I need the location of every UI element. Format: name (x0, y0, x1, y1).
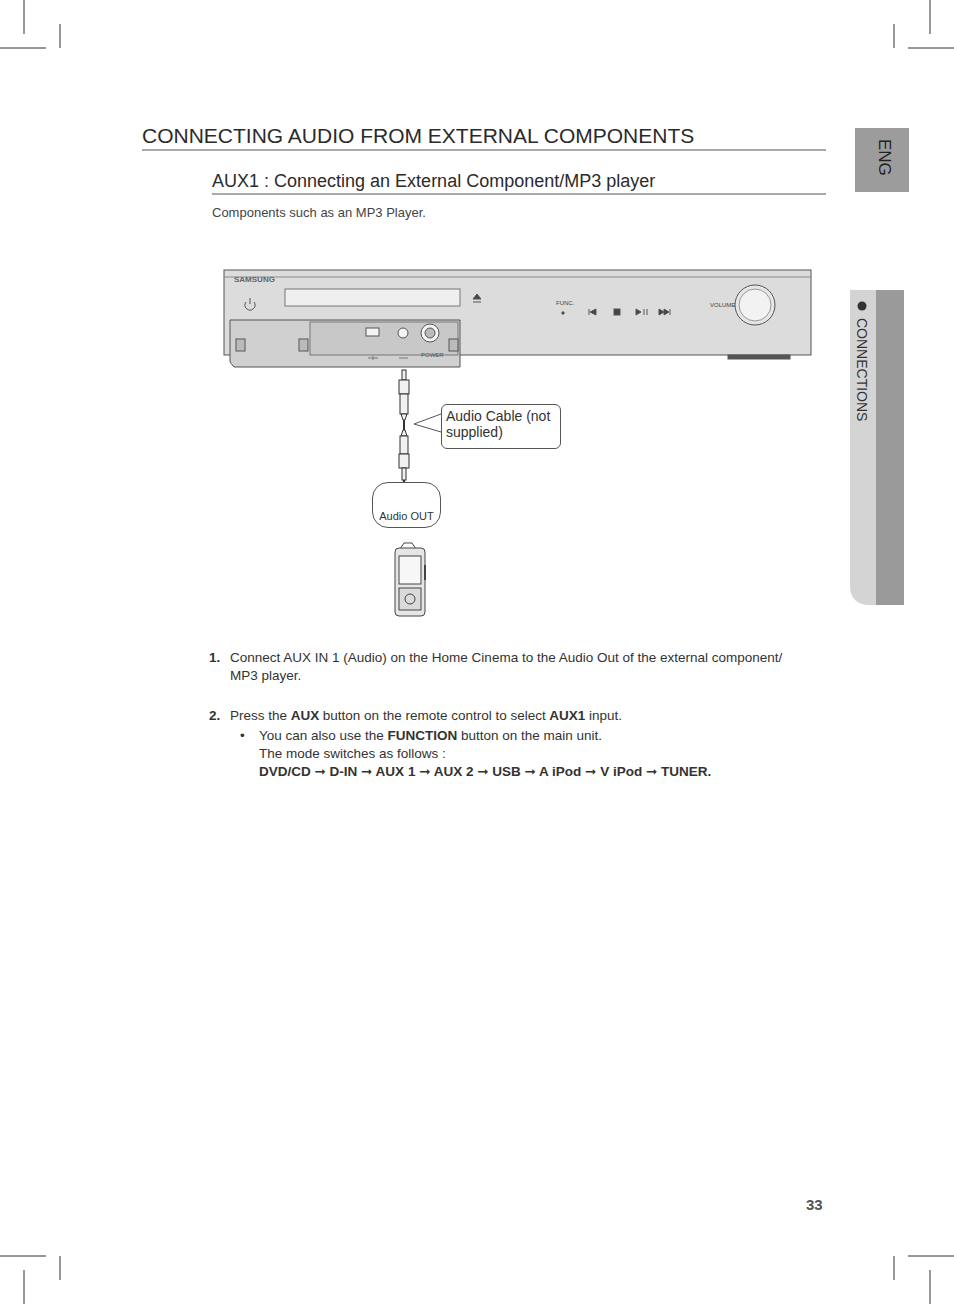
cable-plug (402, 370, 406, 380)
home-cinema-unit: SAMSUNG FUNC. VOLUME POWER (224, 270, 811, 370)
cable-plug (402, 468, 406, 480)
home-cinema-unit (398, 328, 408, 338)
step-text-bold: 2. (209, 707, 220, 725)
cable-plug (401, 414, 407, 420)
home-cinema-unit (250, 298, 251, 304)
key-name: FUNCTION (388, 728, 458, 743)
tab-label: ENG (875, 139, 893, 176)
callout-box: Audio Cable (not supplied) (441, 404, 561, 449)
section-tab (876, 290, 904, 605)
panel-marking: SAMSUNG (234, 276, 275, 285)
crop-mark (0, 1256, 46, 1257)
heading-rule (142, 150, 826, 151)
text-line: You can also use the FUNCTIONbutton on th… (259, 727, 606, 745)
crop-mark (908, 48, 954, 49)
node-text: Audio OUT (375, 508, 438, 524)
heading-rule (212, 194, 826, 195)
crop-mark (894, 24, 895, 48)
panel-marking: VOLUME (710, 302, 735, 309)
home-cinema-unit (473, 302, 481, 303)
step-text-bold: 33 (806, 1196, 823, 1214)
body-text: Press the (230, 708, 287, 723)
home-cinema-unit (589, 309, 596, 315)
mp3-player (399, 556, 421, 584)
crop-mark (930, 1270, 931, 1304)
crop-mark (0, 48, 46, 49)
home-cinema-unit (614, 309, 620, 315)
cable-plug (399, 454, 409, 468)
home-cinema-unit (224, 277, 811, 278)
mp3-player (399, 588, 421, 610)
home-cinema-unit (310, 322, 458, 355)
body-text: • (240, 727, 245, 745)
body-text: Connect AUX IN 1 (Audio) on the Home Cin… (230, 649, 790, 685)
node-text: Audio Cable (not supplied) (446, 408, 556, 440)
cable-plug (400, 394, 408, 414)
heading-rule (142, 150, 826, 194)
step-text-bold: 1. (209, 649, 220, 667)
home-cinema-unit (421, 324, 439, 342)
crop-mark (930, 0, 931, 34)
home-cinema-unit (659, 309, 670, 315)
crop-mark (24, 0, 25, 34)
audio-out-bubble: Audio OUT (372, 482, 441, 528)
home-cinema-unit (366, 328, 379, 336)
mp3-player (424, 565, 426, 580)
home-cinema-unit (285, 289, 460, 306)
cable-plug (399, 380, 409, 394)
home-cinema-unit (224, 270, 811, 355)
home-cinema-unit (368, 356, 408, 360)
body-text: Components such as an MP3 Player. (212, 204, 426, 222)
body-text: input. (589, 708, 622, 723)
callout-pointer (414, 414, 441, 432)
home-cinema-unit (299, 339, 308, 351)
home-cinema-unit (230, 320, 460, 367)
cable-plug (401, 430, 407, 436)
home-cinema-unit (473, 294, 481, 299)
body-text: button on the remote control to select (323, 708, 546, 723)
text-line: Press the AUXbutton on the remote control… (230, 707, 626, 725)
home-cinema-unit (224, 270, 811, 367)
section-tab (858, 302, 867, 311)
home-cinema-unit (425, 328, 435, 338)
tab-label: CONNECTIONS (853, 318, 871, 421)
key-name: AUX1 (549, 708, 585, 723)
cable-plug (400, 436, 408, 454)
body-text: AUX1 : Connecting an External Component/… (212, 170, 655, 192)
panel-marking: FUNC. (556, 300, 574, 307)
body-text: You can also use the (259, 728, 384, 743)
crop-mark (60, 24, 61, 48)
section-tab (850, 290, 904, 605)
home-cinema-unit (562, 312, 564, 314)
step-text-bold: DVD/CD ➞ D-IN ➞ AUX 1 ➞ AUX 2 ➞ USB ➞ A … (259, 763, 711, 781)
home-cinema-unit (739, 289, 771, 321)
key-name: AUX (291, 708, 320, 723)
home-cinema-unit (728, 355, 790, 359)
section-tab (850, 290, 876, 605)
crop-mark (60, 1256, 61, 1280)
mp3-player (395, 548, 425, 616)
home-cinema-unit (636, 309, 647, 315)
home-cinema-unit (449, 339, 458, 351)
crop-mark (24, 1270, 25, 1304)
crop-mark (894, 1256, 895, 1280)
mp3-player (395, 543, 425, 616)
mp3-player (405, 594, 415, 604)
crop-mark (908, 1256, 954, 1257)
panel-marking: POWER (421, 352, 444, 359)
body-text: button on the main unit. (461, 728, 602, 743)
cable-plug (399, 370, 409, 480)
home-cinema-unit (236, 339, 245, 351)
body-text: The mode switches as follows : (259, 745, 446, 763)
language-tab (855, 128, 909, 192)
home-cinema-unit (735, 285, 775, 325)
page-title: CONNECTING AUDIO FROM EXTERNAL COMPONENT… (142, 124, 694, 148)
